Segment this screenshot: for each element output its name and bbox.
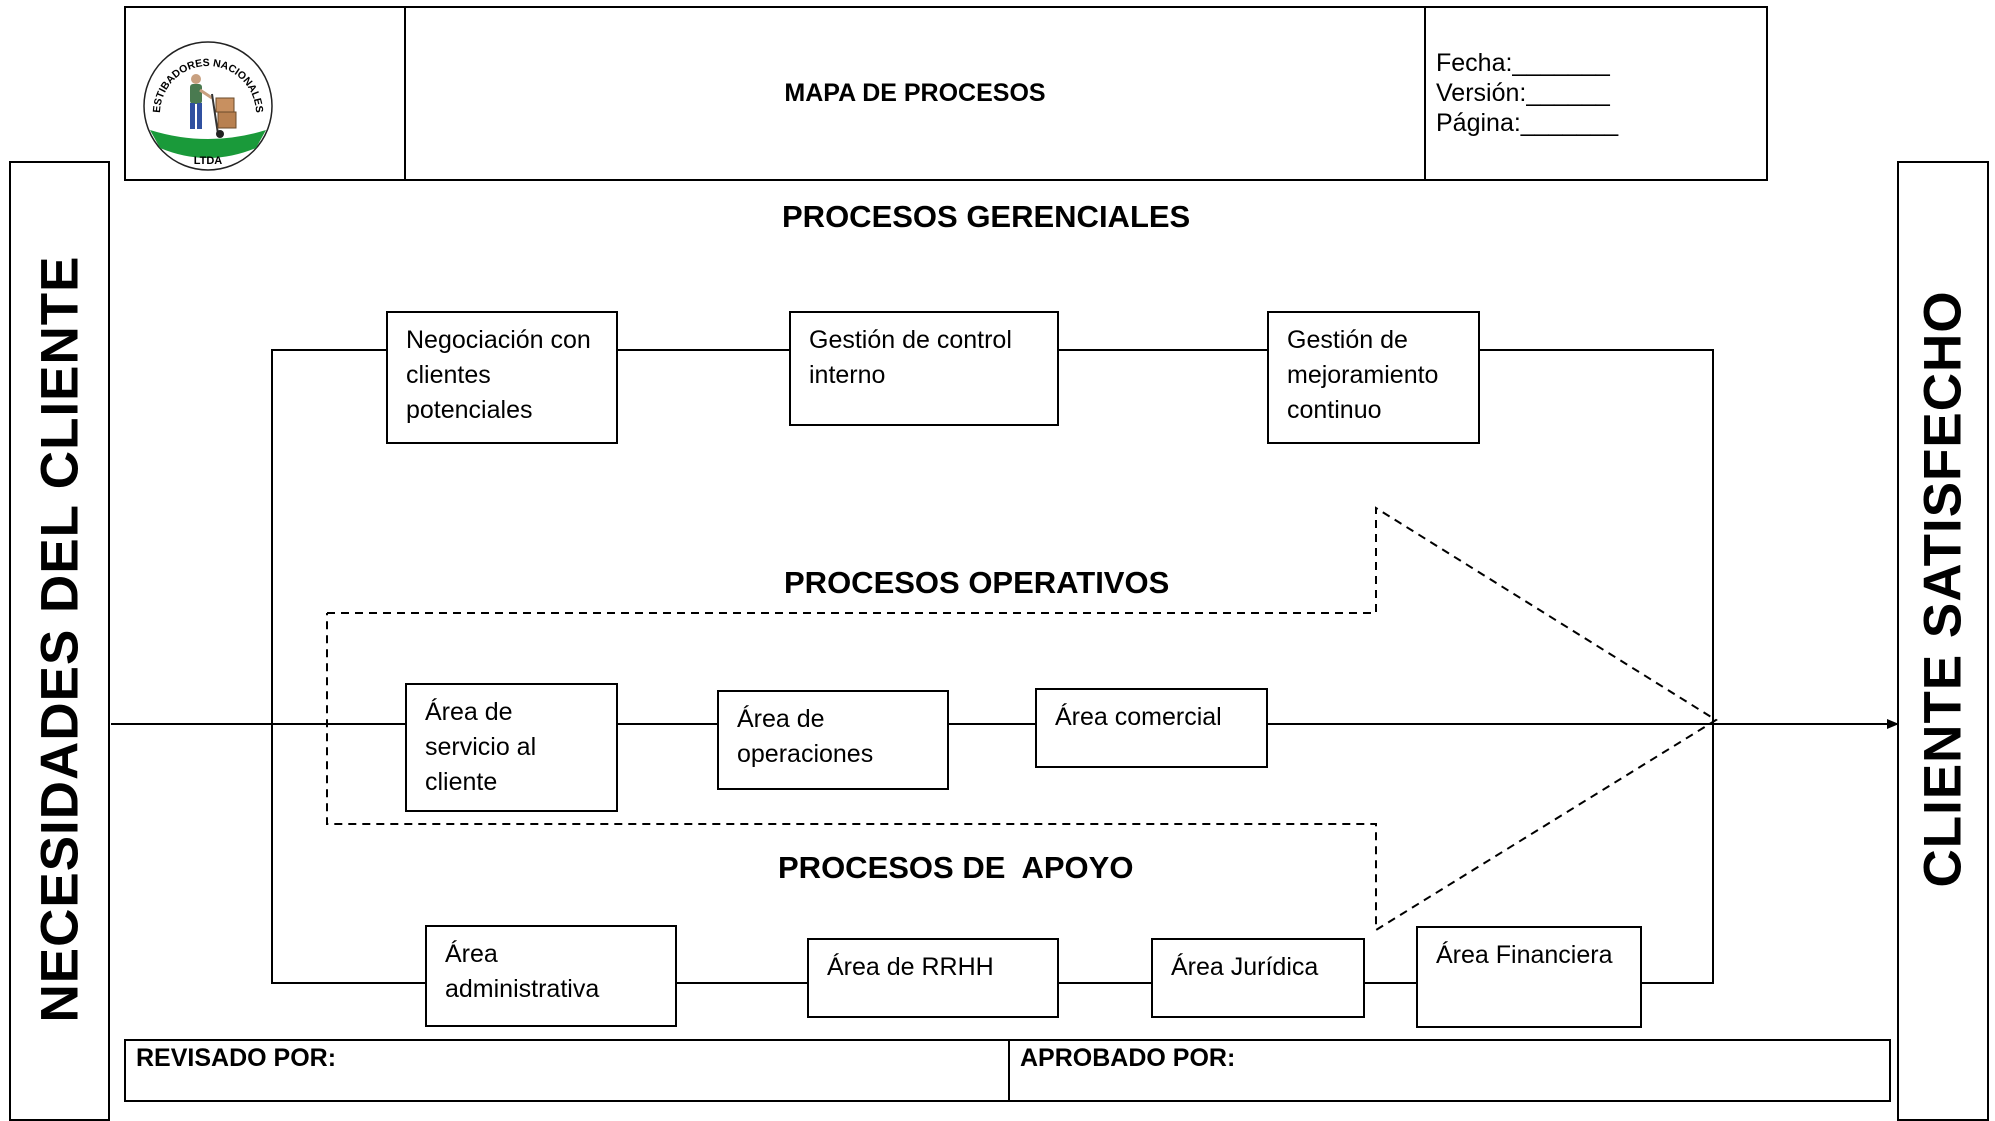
header-title-cell: MAPA DE PROCESOS xyxy=(404,6,1426,181)
company-logo: ESTIBADORES NACIONALES LTDA xyxy=(143,41,273,171)
process-box-control-interno: Gestión de control interno xyxy=(789,311,1059,426)
revisado-label: REVISADO POR: xyxy=(136,1044,337,1072)
process-box-administrativa: Área administrativa xyxy=(425,925,677,1027)
fecha-field[interactable]: Fecha:_______ xyxy=(1436,49,1610,77)
operative-dashed-arrow xyxy=(326,506,1718,932)
left-side-panel: NECESIDADES DEL CLIENTE xyxy=(9,161,110,1121)
right-side-panel: CLIENTE SATISFECHO xyxy=(1897,161,1989,1121)
logo-bottom-text: LTDA xyxy=(194,155,223,167)
pagina-field[interactable]: Página:_______ xyxy=(1436,109,1619,137)
header-logo-cell: ESTIBADORES NACIONALES LTDA xyxy=(124,6,406,181)
process-box-comercial: Área comercial xyxy=(1035,688,1268,768)
process-box-negociacion: Negociación con clientes potenciales xyxy=(386,311,618,444)
heading-gerenciales: PROCESOS GERENCIALES xyxy=(782,199,1191,234)
process-box-rrhh: Área de RRHH xyxy=(807,938,1059,1018)
footer-aprobado-cell: APROBADO POR: xyxy=(1008,1039,1891,1102)
process-box-financiera: Área Financiera xyxy=(1416,926,1642,1028)
footer-revisado-cell: REVISADO POR: xyxy=(124,1039,1010,1102)
page-title: MAPA DE PROCESOS xyxy=(784,79,1046,107)
process-box-mejoramiento: Gestión de mejoramiento continuo xyxy=(1267,311,1480,444)
right-side-label: CLIENTE SATISFECHO xyxy=(1913,290,1973,888)
process-box-servicio-cliente: Área de servicio al cliente xyxy=(405,683,618,812)
left-side-label: NECESIDADES DEL CLIENTE xyxy=(30,255,89,1023)
left-bracket-line xyxy=(271,349,427,984)
heading-operativos: PROCESOS OPERATIVOS xyxy=(784,565,1170,600)
header-meta-cell: Fecha:_______ Versión:______ Página:____… xyxy=(1424,6,1768,181)
process-box-juridica: Área Jurídica xyxy=(1151,938,1365,1018)
version-field[interactable]: Versión:______ xyxy=(1436,79,1610,107)
aprobado-label: APROBADO POR: xyxy=(1020,1044,1236,1072)
right-bracket-line xyxy=(1480,349,1714,984)
process-box-operaciones: Área de operaciones xyxy=(717,690,949,790)
heading-apoyo: PROCESOS DE APOYO xyxy=(778,850,1134,885)
